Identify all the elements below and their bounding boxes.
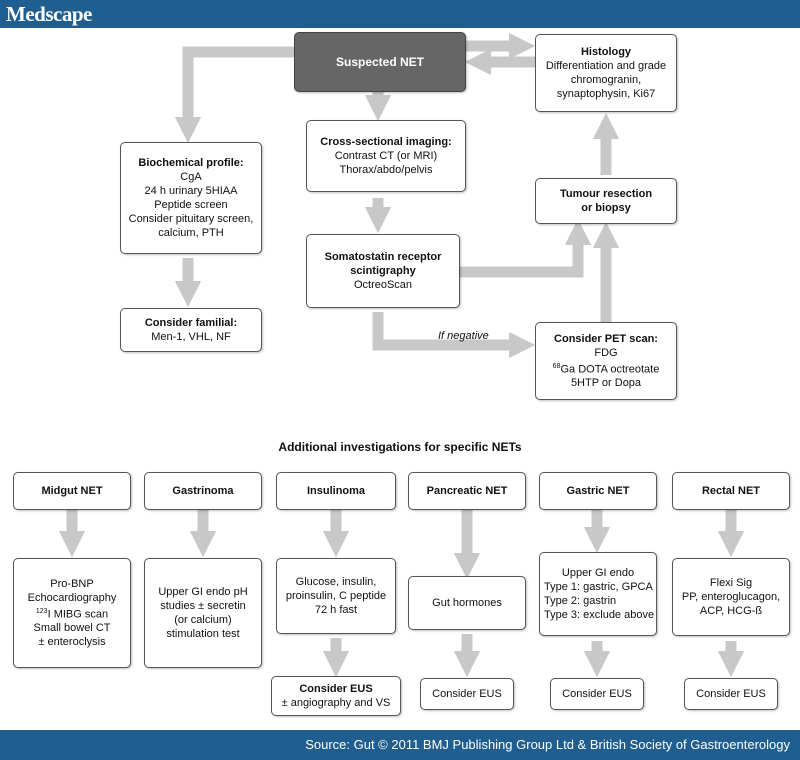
cross-sectional-imaging-box: Cross-sectional imaging: Contrast CT (or… — [306, 120, 466, 192]
gastrinoma-title: Gastrinoma — [172, 485, 234, 497]
midgut-line-1: Pro-BNP — [50, 577, 94, 590]
biochemical-line-5: calcium, PTH — [158, 227, 224, 239]
midgut-title: Midgut NET — [41, 485, 103, 497]
medscape-logo: Medscape — [6, 2, 92, 26]
gastrinoma-detail-box: Upper GI endo pH studies ± secretin (or … — [144, 558, 262, 668]
gastrinoma-line-4: stimulation test — [166, 628, 240, 640]
insulinoma-line-1: Glucose, insulin, — [295, 576, 377, 588]
pancreatic-title: Pancreatic NET — [426, 485, 508, 497]
additional-investigations-title: Additional investigations for specific N… — [278, 440, 522, 454]
pancreatic-net-box: Pancreatic NET — [408, 472, 526, 510]
biochemical-profile-box: Biochemical profile: CgA 24 h urinary 5H… — [120, 142, 262, 254]
biochemical-line-1: CgA — [180, 171, 202, 183]
biochemical-title: Biochemical profile: — [138, 157, 244, 169]
pancreatic-line-1: Gut hormones — [432, 597, 502, 609]
somatostatin-box: Somatostatin receptor scintigraphy Octre… — [306, 234, 460, 308]
cross-line-2: Thorax/abdo/pelvis — [339, 164, 433, 176]
histology-line-2: chromogranin, — [570, 74, 642, 86]
midgut-net-box: Midgut NET — [13, 472, 131, 510]
gastric-title: Gastric NET — [566, 485, 630, 497]
source-citation: Source: Gut © 2011 BMJ Publishing Group … — [305, 737, 790, 752]
insulinoma-eus-title: Consider EUS — [299, 683, 373, 695]
pet-ga-text: Ga DOTA octreotate — [560, 363, 660, 376]
gastrinoma-line-2: studies ± secretin — [160, 600, 246, 612]
insulinoma-box: Insulinoma — [276, 472, 396, 510]
pet-title: Consider PET scan: — [554, 332, 658, 345]
header-bar: Medscape — [0, 0, 800, 28]
biochemical-line-4: Consider pituitary screen, — [128, 213, 254, 225]
histology-line-1: Differentiation and grade — [545, 60, 667, 72]
histology-title: Histology — [580, 46, 632, 58]
gastric-line-1: Upper GI endo — [561, 567, 635, 579]
gastric-detail-box: Upper GI endo Type 1: gastric, GPCA Type… — [539, 552, 657, 636]
pancreatic-detail-box: Gut hormones — [408, 576, 526, 630]
familial-title: Consider familial: — [144, 317, 238, 329]
pet-ga-superscript: 68 — [552, 362, 561, 370]
arrow-suspected-biochemical — [174, 46, 294, 144]
insulinoma-title: Insulinoma — [306, 485, 366, 497]
histology-line-3: synaptophysin, Ki67 — [556, 88, 656, 100]
tumour-resection-box: Tumour resection or biopsy — [535, 178, 677, 224]
pet-line-1: FDG — [594, 346, 618, 359]
somato-title-2: scintigraphy — [350, 265, 416, 277]
somato-title-1: Somatostatin receptor — [324, 251, 442, 263]
rectal-line-2: PP, enteroglucagon, — [681, 591, 781, 603]
midgut-line-5: ± enteroclysis — [38, 636, 106, 649]
gastric-eus-label: Consider EUS — [562, 688, 632, 700]
gastrinoma-line-1: Upper GI endo pH — [158, 586, 248, 598]
insulinoma-line-2: proinsulin, C peptide — [285, 590, 387, 602]
pancreatic-eus-label: Consider EUS — [432, 688, 502, 700]
rectal-title: Rectal NET — [701, 485, 761, 497]
consider-familial-box: Consider familial: Men-1, VHL, NF — [120, 308, 262, 352]
midgut-line-3: 123I MIBG scan — [36, 605, 108, 622]
biochemical-line-2: 24 h urinary 5HIAA — [144, 185, 238, 197]
tumour-line-1: Tumour resection — [559, 188, 653, 200]
insulinoma-eus-box: Consider EUS ± angiography and VS — [271, 676, 401, 716]
familial-line-1: Men-1, VHL, NF — [151, 331, 231, 343]
insulinoma-detail-box: Glucose, insulin, proinsulin, C peptide … — [276, 558, 396, 634]
suspected-net-label: Suspected NET — [335, 55, 425, 69]
gastric-line-4: Type 3: exclude above — [544, 609, 655, 621]
footer-bar: Source: Gut © 2011 BMJ Publishing Group … — [0, 730, 800, 760]
rectal-detail-box: Flexi Sig PP, enteroglucagon, ACP, HCG-ß — [672, 558, 790, 636]
gastric-eus-box: Consider EUS — [550, 678, 644, 710]
midgut-line-4: Small bowel CT — [33, 622, 111, 635]
midgut-mibg-superscript: 123 — [35, 607, 48, 615]
midgut-line-2: Echocardiography — [27, 591, 117, 604]
if-negative-label: If negative — [438, 330, 489, 342]
insulinoma-eus-line-1: ± angiography and VS — [281, 697, 391, 709]
arrow-somato-tumour — [460, 218, 592, 278]
rectal-net-box: Rectal NET — [672, 472, 790, 510]
rectal-eus-box: Consider EUS — [684, 678, 778, 710]
midgut-mibg-text: I MIBG scan — [47, 608, 109, 621]
gastric-line-2: Type 1: gastric, GPCA — [544, 581, 653, 593]
insulinoma-line-3: 72 h fast — [314, 604, 358, 616]
cross-title: Cross-sectional imaging: — [320, 136, 452, 148]
gastrinoma-line-3: (or calcium) — [174, 614, 232, 626]
pet-line-2: 68Ga DOTA octreotate — [553, 360, 660, 377]
pancreatic-eus-box: Consider EUS — [420, 678, 514, 710]
rectal-line-3: ACP, HCG-ß — [699, 605, 763, 617]
arrow-somato-pet — [372, 312, 536, 359]
cross-line-1: Contrast CT (or MRI) — [334, 150, 438, 162]
pet-line-3: 5HTP or Dopa — [570, 377, 642, 390]
suspected-net-box: Suspected NET — [294, 32, 466, 92]
somato-line-1: OctreoScan — [353, 279, 413, 291]
consider-pet-box: Consider PET scan: FDG 68Ga DOTA octreot… — [535, 322, 677, 400]
rectal-line-1: Flexi Sig — [709, 577, 753, 589]
tumour-line-2: or biopsy — [581, 202, 631, 214]
biochemical-line-3: Peptide screen — [154, 199, 228, 211]
gastrinoma-box: Gastrinoma — [144, 472, 262, 510]
histology-box: Histology Differentiation and grade chro… — [535, 34, 677, 112]
gastric-net-box: Gastric NET — [539, 472, 657, 510]
rectal-eus-label: Consider EUS — [696, 688, 766, 700]
midgut-detail-box: Pro-BNP Echocardiography 123I MIBG scan … — [13, 558, 131, 668]
gastric-line-3: Type 2: gastrin — [544, 595, 617, 607]
